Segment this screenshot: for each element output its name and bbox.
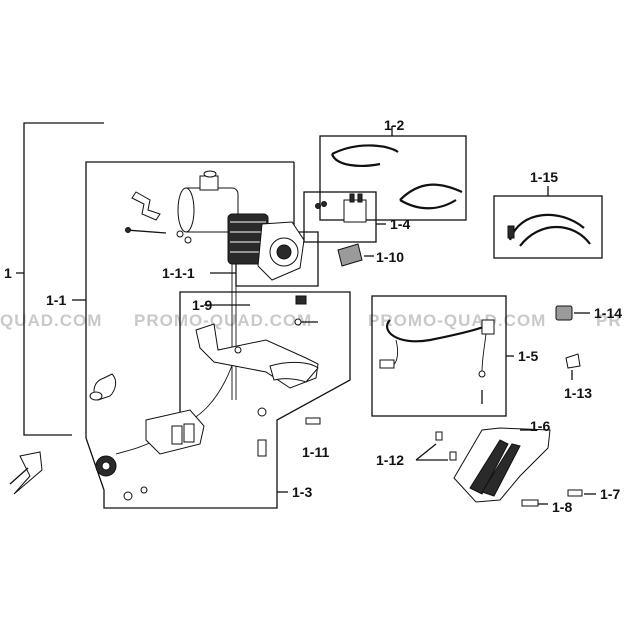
bolt-b [184, 236, 192, 244]
bolt-1-7 [567, 489, 583, 497]
part-1-13 [565, 353, 581, 369]
bolt-1-11 [305, 417, 321, 425]
labels: 1 1-1 1-1-1 1-2 1-3 1-4 1-5 1-6 1-7 1-8 … [4, 117, 622, 515]
label-1-4: 1-4 [390, 216, 410, 232]
handlebar-mount [9, 451, 43, 495]
plate-curl [269, 361, 319, 383]
mount-part [13, 451, 43, 495]
fairlead-mount [145, 409, 205, 455]
cable-and-hook [89, 264, 237, 501]
terminal-nut [203, 170, 217, 178]
label-1-5: 1-5 [518, 348, 538, 364]
nut-1-9 [295, 295, 307, 305]
washer-1-3 [257, 407, 267, 417]
box-1-4 [303, 191, 386, 243]
winch-assembly [176, 170, 305, 281]
skid-plate-1-6 [415, 427, 596, 507]
part-1-10 [337, 243, 374, 267]
box-1-15 [493, 186, 603, 259]
clip-part [131, 191, 161, 221]
label-1-9: 1-9 [192, 297, 212, 313]
watermark-right: PROMO-QUAD.COM [368, 311, 546, 330]
parts-1-13-1-14 [555, 305, 590, 380]
label-1-15: 1-15 [530, 169, 558, 185]
watermark-left: QUAD.COM [0, 311, 102, 330]
box-1-5 [371, 295, 514, 417]
bolt-1-8 [521, 499, 539, 507]
label-1-1: 1-1 [46, 292, 66, 308]
label-1-6: 1-6 [530, 418, 550, 434]
bolt-a [176, 230, 184, 238]
label-1-1-1: 1-1-1 [162, 265, 195, 281]
motor-end-cap [177, 187, 195, 233]
mounting-plate [195, 295, 321, 457]
motor-terminal [199, 175, 219, 191]
label-1-7: 1-7 [600, 486, 620, 502]
gear-hub [276, 244, 292, 260]
label-1: 1 [4, 265, 12, 281]
label-1-10: 1-10 [376, 249, 404, 265]
bracket-1 [16, 122, 104, 436]
box-1-2 [319, 126, 467, 221]
watermark: QUAD.COM PROMO-QUAD.COM PROMO-QUAD.COM P… [0, 311, 622, 330]
solenoid [343, 199, 367, 223]
label-1-11: 1-11 [302, 444, 329, 460]
part-1-14 [555, 305, 573, 321]
clip-and-pin [125, 191, 167, 234]
label-1-13: 1-13 [564, 385, 592, 401]
label-1-3: 1-3 [292, 484, 312, 500]
label-1-14: 1-14 [594, 305, 622, 321]
label-1-12: 1-12 [376, 452, 404, 468]
box-1-1 [72, 161, 351, 509]
label-1-8: 1-8 [552, 499, 572, 515]
watermark-mid: PROMO-QUAD.COM [134, 311, 312, 330]
label-1-2: 1-2 [384, 117, 404, 133]
watermark-edge: PR [596, 311, 622, 330]
bolt-1-3 [257, 439, 267, 457]
